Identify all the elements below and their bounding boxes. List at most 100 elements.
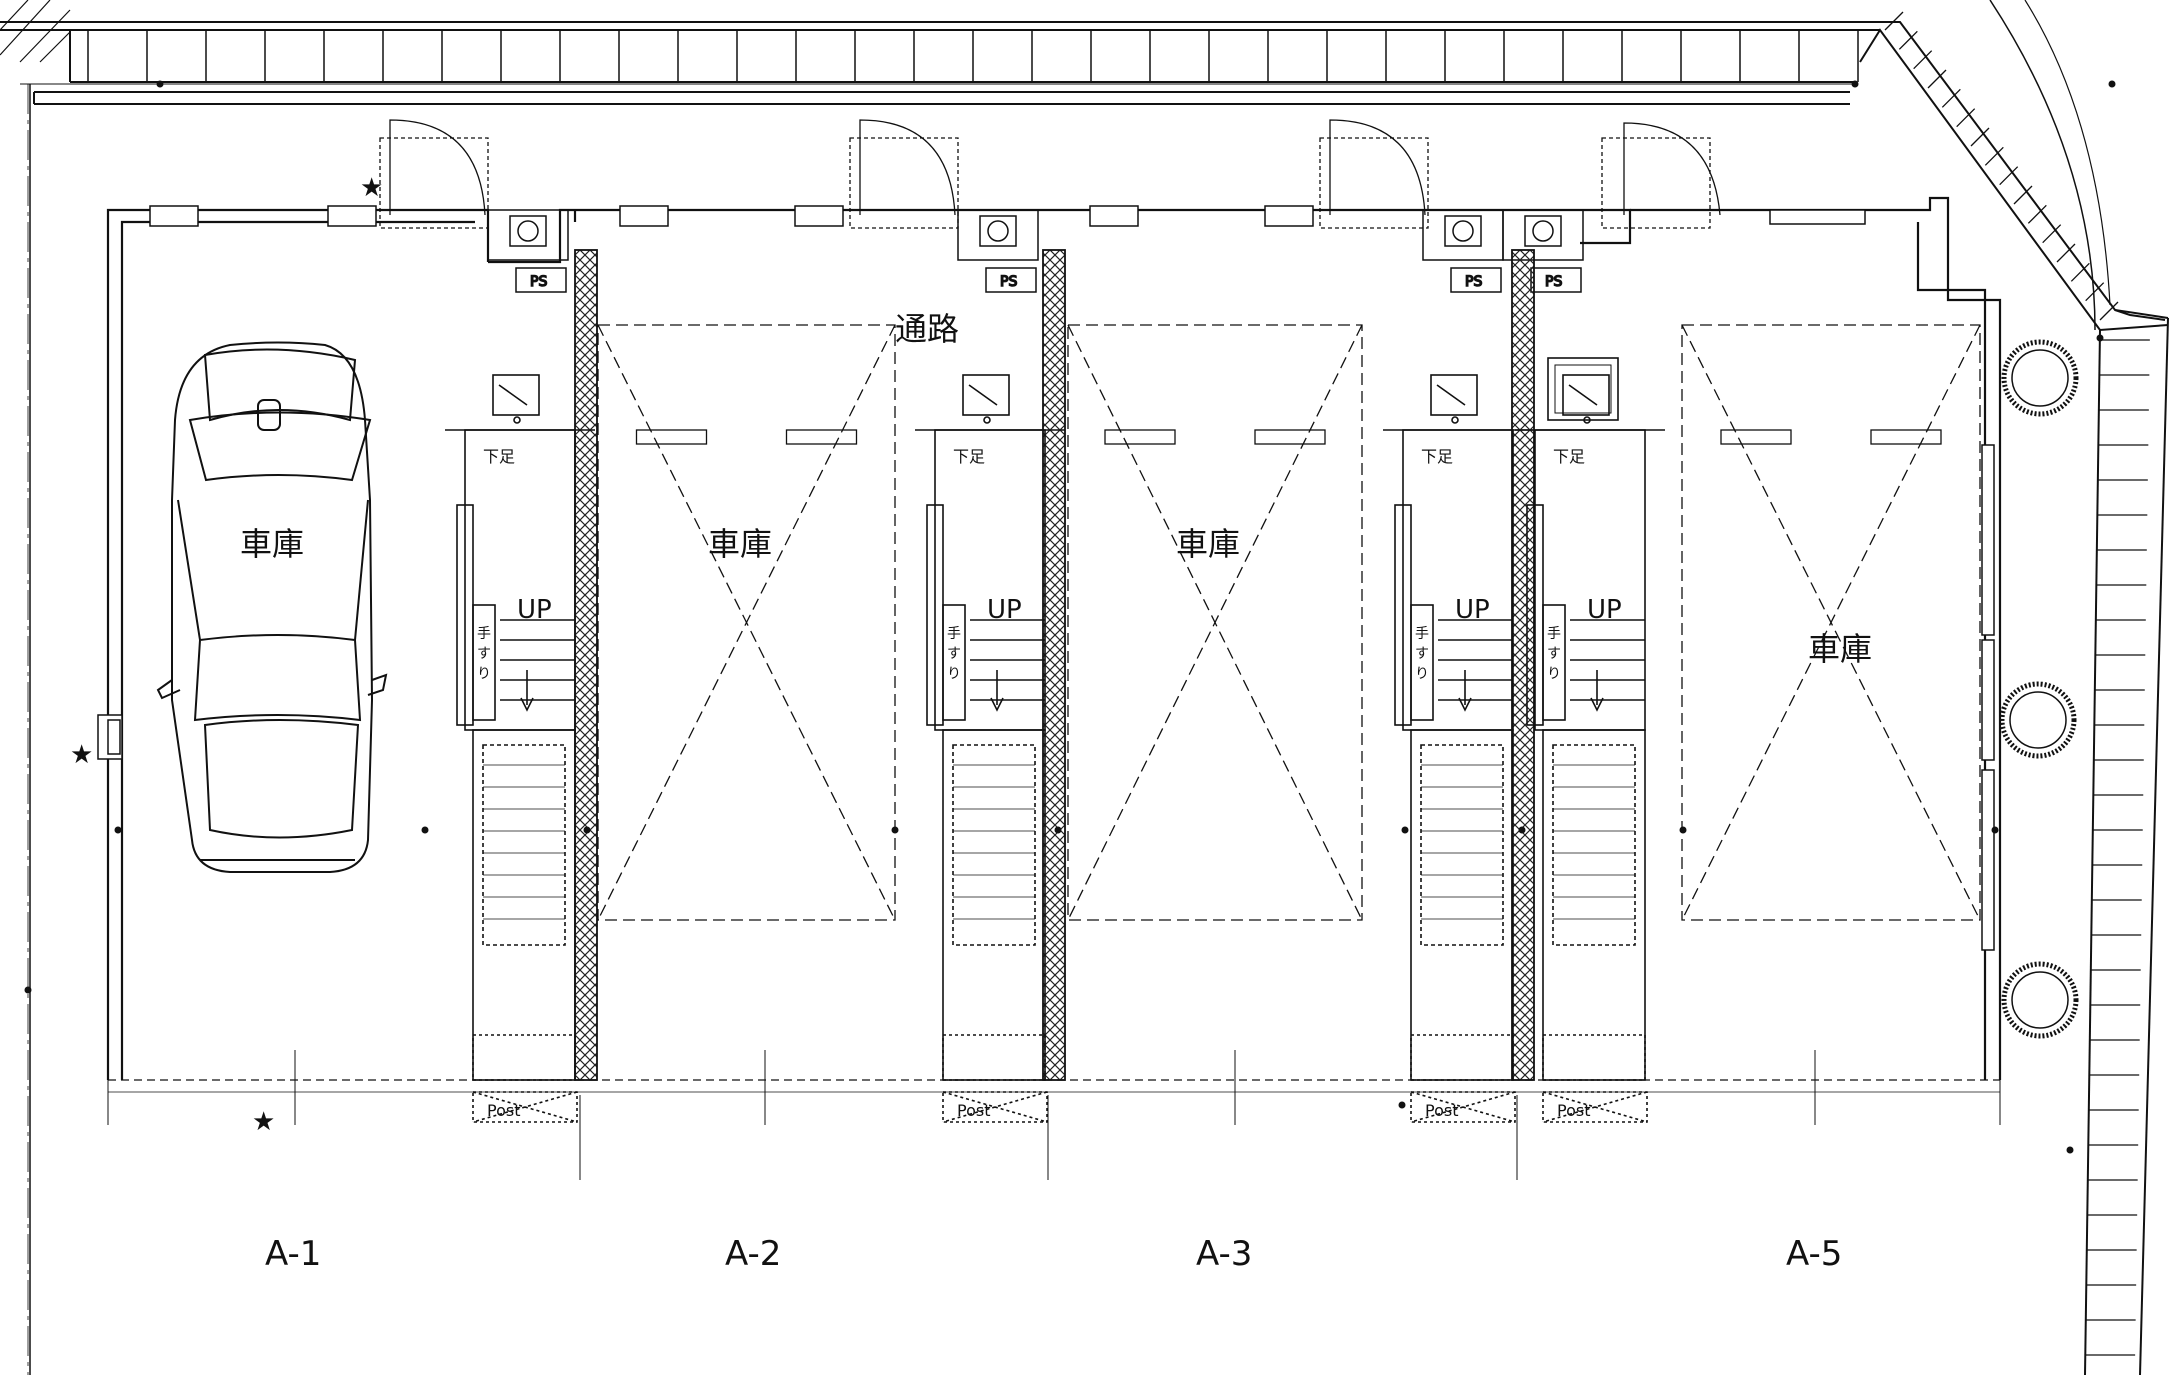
survey-dot [421,826,429,834]
door [1601,122,1721,229]
handrail-label: 手 [1547,626,1561,642]
left-wall-features [97,714,123,760]
post-box [1542,1091,1648,1123]
dimension-ticks [107,1050,2001,1180]
wheel-stop [1254,429,1326,445]
corridor-label: 通路 [895,310,959,348]
stair-treads [952,744,1036,946]
landing [1542,1034,1646,1081]
post-box [1410,1091,1516,1123]
sink-drain [513,416,521,424]
meter [509,215,547,247]
stair-treads [1420,744,1504,946]
wall-tick [2070,262,2090,282]
stair-core [445,374,595,1123]
handrail-box [472,604,496,721]
appliance-box [1547,357,1619,421]
unit-label-a5: A-5 [1786,1234,1842,1274]
arrow-head [520,697,534,712]
core-room [1534,429,1646,731]
survey-dot [2108,80,2116,88]
post-box [942,1091,1048,1123]
survey-dot [2096,334,2104,342]
star-mark: ★ [70,740,93,770]
handrail-label: す [947,646,961,662]
post-label: Post [957,1101,990,1120]
arrow-head [1590,697,1604,712]
meter-dial [1532,220,1554,242]
wall-tick [2085,282,2105,302]
up-label: UP [517,595,552,625]
post-diagonal [1410,1091,1516,1123]
shoe-box-label: 下足 [953,447,985,466]
garage-label: 車庫 [708,525,772,563]
ps-label: PS [1000,274,1017,290]
sink [1430,374,1478,416]
stair-core [915,374,1065,1123]
survey-dot [1401,826,1409,834]
door-swing [1623,122,1721,216]
meter-box: PS [1422,209,1504,293]
up-label: UP [1587,595,1622,625]
door-frame [1319,137,1429,229]
stair-treads [482,744,566,946]
wall-tick [1941,88,1961,108]
wall-tick [2013,185,2033,205]
handrail-box [942,604,966,721]
wall-tick [2099,301,2119,321]
handrail-label: 手 [947,626,961,642]
handrail-label: す [477,646,491,662]
fence-posts [87,30,1859,82]
stair-run [1410,729,1514,1081]
wall-tick [2027,204,2047,224]
survey-dot [156,80,164,88]
ps-box [1450,267,1502,293]
post-label: Post [1425,1101,1458,1120]
planting-circles [1999,339,2079,1039]
post-diagonal [942,1091,1048,1123]
wall-tick [1970,127,1990,147]
ps-label: PS [530,274,547,290]
sink [962,374,1010,416]
garage-label: 車庫 [1808,630,1872,668]
stair-run [1542,729,1646,1081]
star-mark: ★ [252,1107,275,1137]
plan-labels: 通路 車庫 車庫 車庫 車庫 A-1 A-2 A-3 A-5 ★ ★ ★ [70,173,1872,1274]
shoe-box-label: 下足 [1421,447,1453,466]
stair-core [1383,374,1533,1123]
handrail-label: り [1415,666,1429,682]
handrail-label: り [477,666,491,682]
survey-dot [114,826,122,834]
up-label: UP [987,595,1022,625]
wheel-stop [785,429,858,445]
garage-space [1067,324,1363,921]
garage-space [1681,324,1981,921]
shoe-box-label: 下足 [1553,447,1585,466]
garage-label: 車庫 [1176,525,1240,563]
landing [942,1034,1046,1081]
partition-walls [574,249,1535,1081]
meter-housing [487,209,569,261]
door-frame [1601,137,1711,229]
core-room [464,429,576,731]
garage-diagonal [1067,324,1363,921]
arrow-head [1458,697,1472,712]
entrance-doors [379,119,1721,229]
sink [492,374,540,416]
garage-diagonal [597,324,896,921]
meter-housing [957,209,1039,261]
corner-hatch [0,0,71,63]
meter [1524,215,1562,247]
stair-cores [445,357,1665,1123]
sink-faucet [498,384,528,406]
wheel-stop [635,429,708,445]
handrail-label: り [947,666,961,682]
stair-run [472,729,576,1081]
meter-dial [987,220,1009,242]
garage-label: 車庫 [240,525,304,563]
wall-tick [1898,30,1918,50]
sink-faucet [1568,384,1598,406]
handrail-label: 手 [1415,626,1429,642]
ps-box [985,267,1037,293]
door [1319,119,1429,229]
